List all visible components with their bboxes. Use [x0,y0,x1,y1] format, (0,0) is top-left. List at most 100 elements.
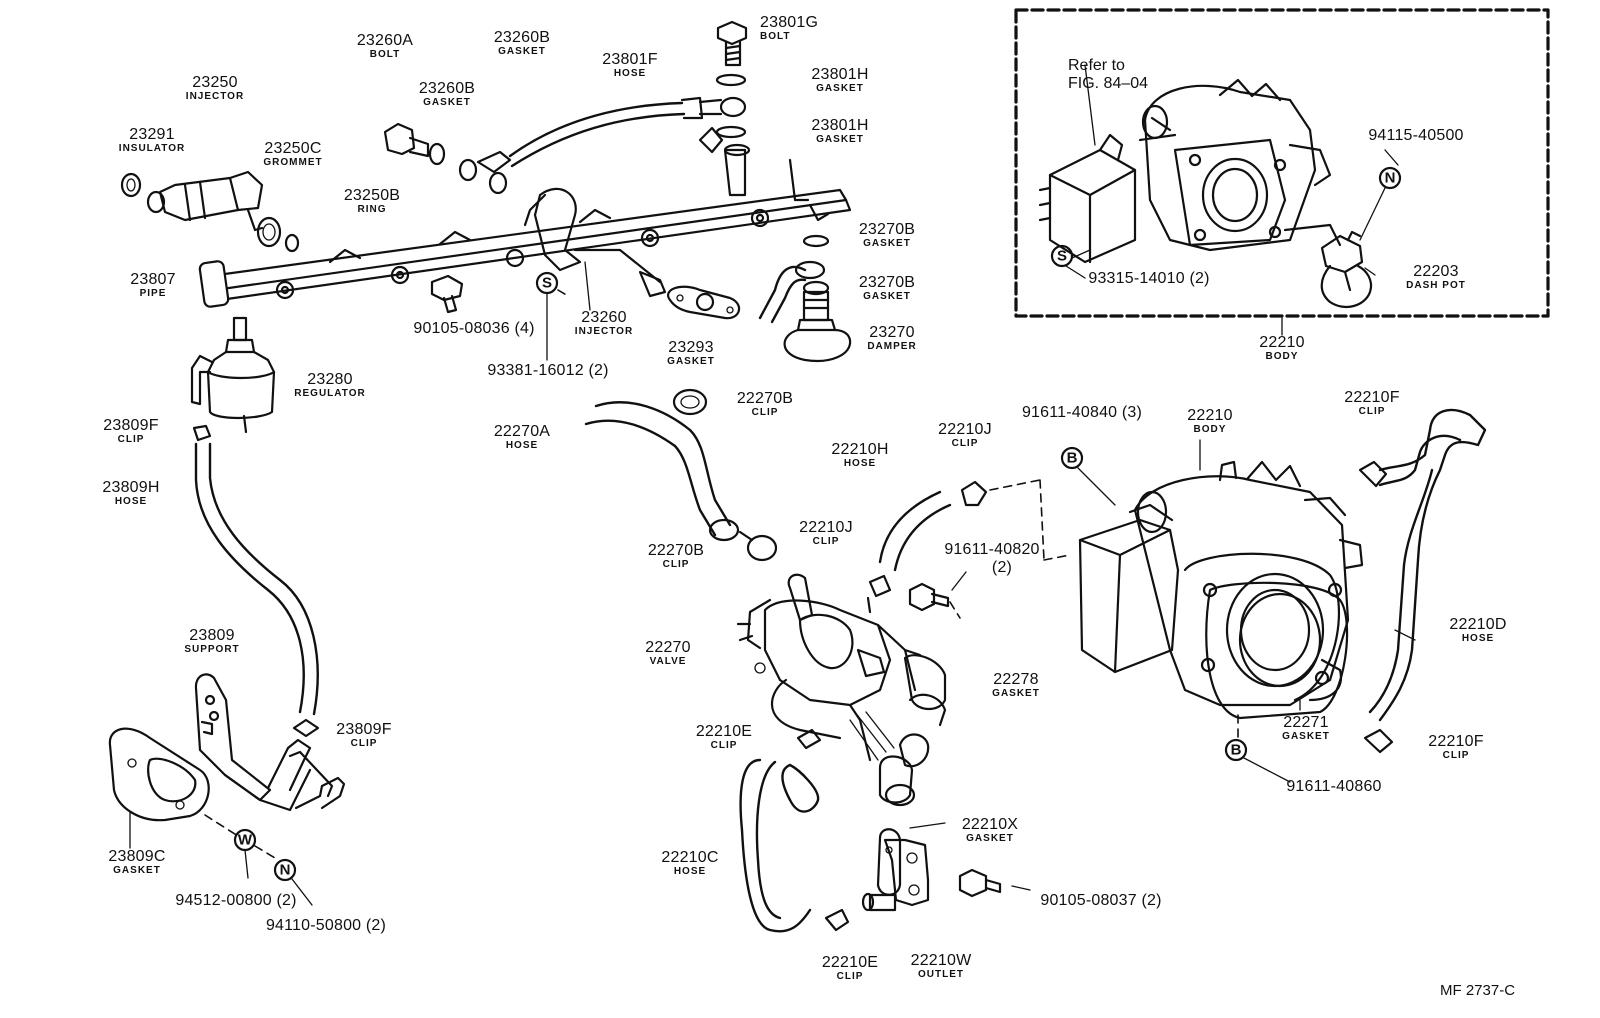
bolt-90105-08037 [958,868,1002,898]
bolt-91611-40820 [908,582,950,612]
refer-line-1: Refer to [1068,57,1125,74]
inset-frame [1014,8,1550,318]
grommet-23250c [256,216,282,248]
label-91611-40820-qty: (2) [991,559,1013,576]
label-93315: 93315-14010 (2) [1088,270,1210,287]
clip-22210j-a [960,480,988,507]
clip-22270b-top [672,388,708,416]
label-94512: 94512-00800 (2) [175,892,297,909]
inset-throttle-body [1138,78,1332,252]
clip-22210f-bot [1363,728,1394,754]
clip-23809f-bot [292,718,320,738]
label-94110: 94110-50800 (2) [265,917,387,934]
clip-22210e-b [824,908,850,932]
label-94115: 94115-40500 [1368,127,1464,144]
gasket-23260b-a [428,142,446,166]
valve-22270 [736,573,922,762]
inset-reference-note: Refer to FIG. 84–04 [1068,57,1148,94]
label-90105-08037: 90105-08037 (2) [1040,892,1162,909]
gasket-23801h-a [715,73,747,87]
b-symbol-bot-letter: B [1231,742,1242,759]
bolt-23801g [716,20,748,67]
damper-23270 [783,290,852,362]
n-symbol-inset [1378,166,1402,190]
gasket-22278 [903,654,947,727]
s-symbol-main [535,271,559,295]
n-symbol-main-letter: N [280,862,291,879]
hose-23809h [194,442,305,714]
clip-22270b-mid [746,534,778,562]
gasket-22210x [876,828,902,896]
label-90105-08036: 90105-08036 (4) [413,320,535,337]
n-symbol-inset-letter: N [1385,170,1396,187]
hose-22210h [893,503,952,572]
label-91611-40840: 91611-40840 (3) [1021,404,1143,421]
clip-22210f-top [1358,460,1388,488]
insulator-23291 [120,172,142,198]
banjo-23801f [719,96,747,118]
gasket-23270b-a [802,234,830,248]
gasket-23260b-b [458,158,478,182]
clip-22210e-a [796,728,822,750]
hose-23801f [508,101,684,158]
b-symbol-top-letter: B [1067,450,1078,467]
label-91611-40820: 91611-40820 [944,541,1040,558]
inset-sensor [1038,133,1137,264]
gasket-23801h-b [715,125,747,139]
s-symbol-inset [1050,244,1074,268]
gasket-23260b-c [488,171,508,195]
gasket-23270b-b [802,280,830,296]
s-symbol-main-letter: S [542,275,552,292]
clip-22210j-b [868,574,892,598]
b-symbol-top [1060,446,1084,470]
hose-22270a [594,401,732,527]
inset-dash-pot [1283,223,1373,309]
b-symbol-bot [1224,738,1248,762]
gasket-23293 [667,285,741,320]
gasket-22271 [1205,581,1349,720]
s-symbol-inset-letter: S [1057,248,1067,265]
label-91611-40860: 91611-40860 [1286,778,1382,795]
leader-94115 [1384,149,1399,166]
